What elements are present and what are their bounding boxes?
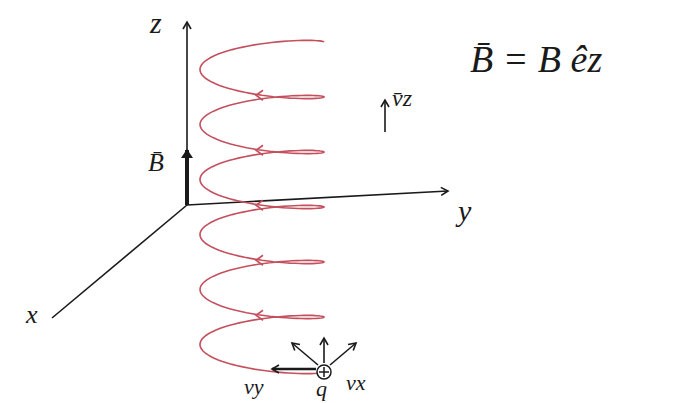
velocity-label: vx — [346, 372, 366, 394]
velocity-label: vy — [244, 376, 264, 398]
helix-path — [200, 40, 324, 373]
field-equation: B̄ = B êz — [470, 40, 602, 78]
field-vector — [185, 150, 189, 205]
direction-arrowhead — [256, 145, 263, 155]
field-label: B̄ — [148, 150, 164, 176]
vz-component-arrow — [323, 338, 325, 363]
z-axis — [186, 22, 188, 205]
velocity-arrow — [292, 343, 318, 365]
direction-arrowhead — [256, 90, 263, 100]
velocity-components — [272, 338, 356, 369]
velocity-label: v̄z — [392, 86, 412, 110]
vz-arrow — [384, 100, 386, 132]
charge-label: q — [316, 378, 327, 400]
axis-label: y — [458, 196, 471, 226]
direction-arrowhead — [256, 200, 263, 210]
helix-trajectory — [200, 40, 324, 373]
x-axis — [52, 205, 187, 318]
axes — [52, 22, 448, 318]
vx-arrow — [330, 343, 356, 365]
direction-arrowhead — [256, 255, 263, 265]
direction-arrowhead — [256, 310, 263, 320]
charge-symbol — [317, 365, 331, 379]
axis-label: x — [26, 302, 38, 328]
vy-arrow — [272, 368, 316, 370]
axis-label: z — [150, 8, 162, 38]
